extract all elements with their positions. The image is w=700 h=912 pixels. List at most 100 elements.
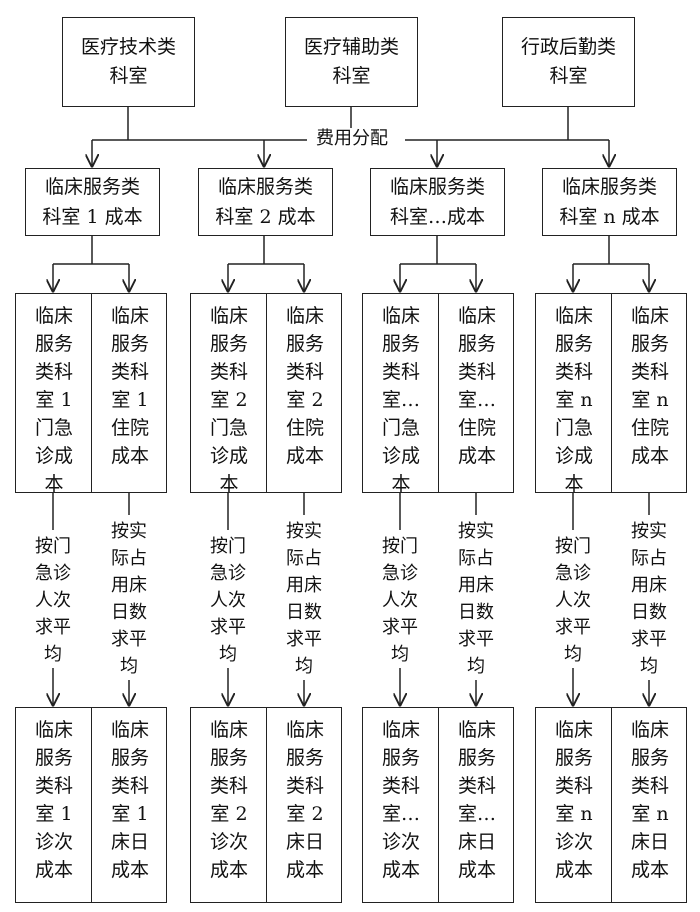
rule-outpatient-visits-2-line: 急诊 [210, 563, 246, 584]
unit-cost-right-text-line: 服务 [630, 747, 669, 769]
split-divider [266, 294, 267, 492]
outpatient-inpatient-cost-right-text-line: 成本 [285, 445, 324, 467]
outpatient-inpatient-cost-left-text-line: 类科 [381, 361, 420, 383]
outpatient-inpatient-cost-right-text-line: 住院 [630, 417, 669, 439]
outpatient-inpatient-cost-right-text-line: 成本 [457, 445, 496, 467]
unit-cost-right-text-line: 成本 [285, 859, 324, 881]
rule-bed-days-3-line: 均 [467, 656, 485, 677]
outpatient-inpatient-cost-left-text-line: 门急 [554, 417, 593, 439]
split-divider [91, 294, 92, 492]
unit-cost-right-text-line: 床日 [457, 831, 496, 853]
rule-bed-days-4-line: 用床 [631, 575, 667, 596]
clinical-cost-box-n: 临床服务类 科室 n 成本 [542, 168, 677, 236]
outpatient-inpatient-cost-left-text-line: 诊成 [554, 445, 593, 467]
unit-cost-right-text-line: 成本 [110, 859, 149, 881]
outpatient-inpatient-cost-left-text-line: 本 [219, 473, 239, 495]
rule-bed-days-1-line: 日数 [111, 602, 147, 623]
unit-cost-right-text-line: 床日 [110, 831, 149, 853]
outpatient-inpatient-cost-left-text-line: 室 1 [35, 389, 73, 411]
outpatient-inpatient-cost-left-text-line: 临床 [381, 305, 420, 327]
outpatient-inpatient-cost-right-text-line: 住院 [110, 417, 149, 439]
unit-cost-right-text-line: 服务 [110, 747, 149, 769]
rule-bed-days-2-line: 按实 [286, 521, 322, 542]
outpatient-inpatient-cost-right-text-line: 服务 [630, 333, 669, 355]
unit-cost-right-text-line: 室 1 [111, 803, 149, 825]
rule-bed-days-2-line: 际占 [286, 548, 322, 569]
unit-cost-left-text-line: 类科 [554, 775, 593, 797]
rule-bed-days-2-line: 用床 [286, 575, 322, 596]
rule-bed-days-4-line: 求平 [631, 629, 667, 650]
rule-bed-days-1-line: 用床 [111, 575, 147, 596]
unit-cost-left-text-line: 诊次 [34, 831, 73, 853]
outpatient-inpatient-cost-right-text-line: 服务 [457, 333, 496, 355]
unit-cost-left-text-line: 室 2 [210, 803, 248, 825]
outpatient-inpatient-cost-left-text-line: 类科 [554, 361, 593, 383]
outpatient-inpatient-cost-right-text-line: 临床 [630, 305, 669, 327]
outpatient-inpatient-cost-left-text-line: 临床 [554, 305, 593, 327]
outpatient-inpatient-cost-right-text-line: 成本 [110, 445, 149, 467]
unit-cost-left-text-line: 成本 [381, 859, 420, 881]
split-divider [91, 708, 92, 902]
unit-cost-right-text-line: 临床 [630, 719, 669, 741]
rule-bed-days-3-line: 际占 [458, 548, 494, 569]
rule-outpatient-visits-1-line: 人次 [35, 590, 71, 611]
rule-outpatient-visits-1-line: 求平 [35, 617, 71, 638]
outpatient-inpatient-cost-left-text-line: 本 [391, 473, 411, 495]
rule-outpatient-visits-2: 按门急诊人次求平均 [206, 533, 250, 668]
rule-outpatient-visits-3-line: 按门 [382, 536, 418, 557]
unit-cost-left-text-line: 成本 [554, 859, 593, 881]
unit-cost-right-text-line: 类科 [457, 775, 496, 797]
rule-bed-days-4-line: 按实 [631, 521, 667, 542]
clinical-cost-box-1: 临床服务类 科室 1 成本 [25, 168, 160, 236]
unit-cost-right-text-line: 室… [457, 803, 496, 825]
unit-cost-right-text-line: 床日 [630, 831, 669, 853]
outpatient-inpatient-cost-right-text-line: 临床 [110, 305, 149, 327]
outpatient-inpatient-cost-right-text-line: 类科 [110, 361, 149, 383]
unit-cost-right-text-line: 床日 [285, 831, 324, 853]
outpatient-inpatient-cost-left-text-line: 室 2 [210, 389, 248, 411]
unit-cost-right-text-line: 临床 [285, 719, 324, 741]
rule-bed-days-1-line: 求平 [111, 629, 147, 650]
rule-outpatient-visits-2-line: 均 [219, 644, 237, 665]
rule-outpatient-visits-3-line: 求平 [382, 617, 418, 638]
outpatient-inpatient-cost-left-text-line: 门急 [381, 417, 420, 439]
split-divider [438, 294, 439, 492]
outpatient-inpatient-cost-left-text-line: 诊成 [34, 445, 73, 467]
rule-bed-days-2-line: 日数 [286, 602, 322, 623]
rule-outpatient-visits-4: 按门急诊人次求平均 [551, 533, 595, 668]
rule-outpatient-visits-1-line: 均 [44, 644, 62, 665]
rule-bed-days-4-line: 际占 [631, 548, 667, 569]
outpatient-inpatient-cost-left-text-line: 临床 [209, 305, 248, 327]
unit-cost-left-text-line: 服务 [381, 747, 420, 769]
rule-bed-days-3-line: 用床 [458, 575, 494, 596]
rule-bed-days-3-line: 日数 [458, 602, 494, 623]
unit-cost-right-text-line: 类科 [110, 775, 149, 797]
outpatient-inpatient-cost-right-text-line: 临床 [285, 305, 324, 327]
rule-outpatient-visits-4-line: 求平 [555, 617, 591, 638]
rule-outpatient-visits-4-line: 按门 [555, 536, 591, 557]
unit-cost-right-text-line: 服务 [285, 747, 324, 769]
outpatient-inpatient-cost-left-text-line: 服务 [209, 333, 248, 355]
outpatient-inpatient-cost-left-text-line: 临床 [34, 305, 73, 327]
rule-bed-days-2-line: 均 [295, 656, 313, 677]
unit-cost-left-text-line: 室 1 [35, 803, 73, 825]
rule-outpatient-visits-3-line: 急诊 [382, 563, 418, 584]
allocation-label: 费用分配 [310, 128, 394, 150]
unit-cost-left-text-line: 成本 [34, 859, 73, 881]
outpatient-inpatient-cost-left-text-line: 类科 [209, 361, 248, 383]
rule-bed-days-2-line: 求平 [286, 629, 322, 650]
outpatient-inpatient-cost-right-text-line: 类科 [285, 361, 324, 383]
outpatient-inpatient-cost-left-text-line: 服务 [34, 333, 73, 355]
outpatient-inpatient-cost-left-text-line: 诊成 [209, 445, 248, 467]
rule-bed-days-1-line: 际占 [111, 548, 147, 569]
rule-bed-days-1: 按实际占用床日数求平均 [107, 518, 151, 680]
unit-cost-left-text-line: 类科 [381, 775, 420, 797]
unit-cost-left-text-line: 服务 [209, 747, 248, 769]
